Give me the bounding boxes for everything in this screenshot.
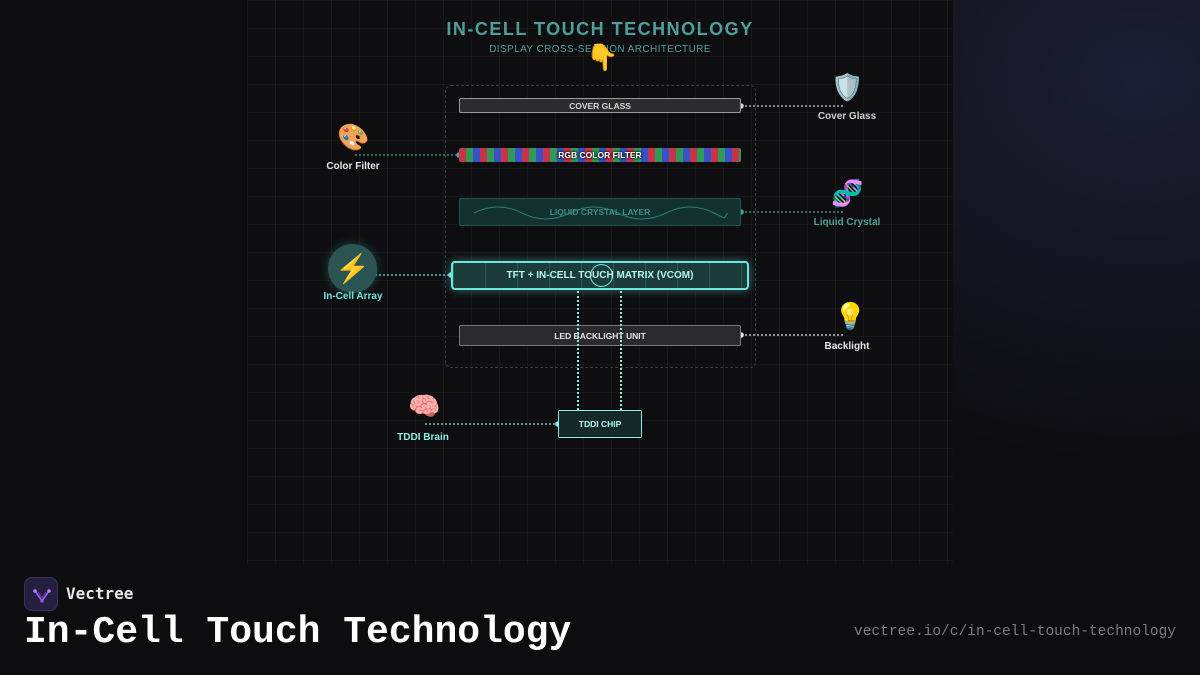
liquid-crystal-layer: LIQUID CRYSTAL LAYER [459,198,741,226]
page-title: In-Cell Touch Technology [24,611,572,654]
diagram-subtitle: DISPLAY CROSS-SECTION ARCHITECTURE [489,44,711,55]
tft-touch-matrix-label: TFT + IN-CELL TOUCH MATRIX (VCOM) [506,270,694,281]
touch-point-ring [590,264,613,287]
liquid-crystal-wave [473,206,729,220]
rgb-color-filter-layer: RGB COLOR FILTER [459,148,741,162]
dna-icon: 🧬 [831,178,864,208]
brand-name: Vectree [66,584,134,603]
diagram-title: IN-CELL TOUCH TECHNOLOGY [446,19,754,39]
lightbulb-icon: 💡 [834,301,867,331]
brain-icon: 🧠 [408,391,441,421]
color-filter-callout-label: Color Filter [326,161,380,172]
chip-connector-left [577,291,579,410]
cover-glass-layer-label: COVER GLASS [569,100,631,111]
pointing-hand-icon: 👇 [586,42,619,72]
tddi-chip-label: TDDI CHIP [578,419,622,429]
cover-glass-callout-label: Cover Glass [817,111,877,122]
led-backlight-layer: LED BACKLIGHT UNIT [459,325,741,346]
shield-icon: 🛡️ [831,72,864,102]
liquid-crystal-callout-label: Liquid Crystal [813,217,881,228]
rgb-color-filter-layer-label: RGB COLOR FILTER [558,150,642,160]
tft-touch-matrix-layer: TFT + IN-CELL TOUCH MATRIX (VCOM) [451,261,749,290]
liquid-crystal-layer-label: LIQUID CRYSTAL LAYER [549,207,651,217]
palette-icon: 🎨 [337,122,370,152]
chip-connector-right [620,291,622,410]
lightning-icon: ⚡ [328,244,377,293]
backlight-callout-label: Backlight [824,341,870,352]
tddi-brain-callout-label: TDDI Brain [397,432,449,443]
page-url[interactable]: vectree.io/c/in-cell-touch-technology [854,624,1176,640]
in-cell-array-callout-label: In-Cell Array [323,291,383,302]
cover-glass-layer: COVER GLASS [459,98,741,113]
vectree-logo-icon [24,577,58,611]
layer-stack-frame [445,85,756,368]
tddi-chip: TDDI CHIP [558,410,642,438]
led-backlight-layer-label: LED BACKLIGHT UNIT [554,330,646,341]
